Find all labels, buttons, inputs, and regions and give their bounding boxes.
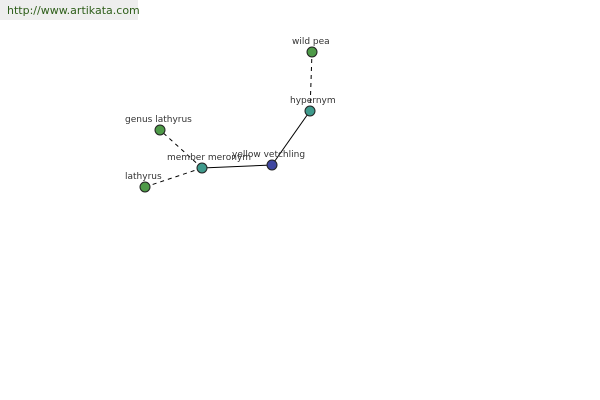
site-url-link[interactable]: http://www.artikata.com [7,4,140,17]
url-banner: http://www.artikata.com [0,0,140,20]
node-wild-pea[interactable]: wild pea [292,37,330,58]
edge-yellow-vetchling-to-hypernym [271,110,311,166]
edges-layer [144,51,313,188]
edge-member-meronym-to-lathyrus [144,167,203,188]
node-member-meronym-label: member meronym [167,153,251,163]
node-genus-lathyrus[interactable]: genus lathyrus [125,115,192,136]
node-hypernym-marker[interactable] [304,105,316,117]
node-lathyrus-label: lathyrus [125,172,162,182]
node-hypernym-label: hypernym [290,96,336,106]
edge-member-meronym-to-genus-lathyrus [159,129,203,169]
node-genus-lathyrus-label: genus lathyrus [125,115,192,125]
node-hypernym[interactable]: hypernym [290,96,336,117]
node-wild-pea-marker[interactable] [306,46,318,58]
node-member-meronym[interactable]: member meronym [167,153,251,174]
node-wild-pea-label: wild pea [292,37,330,47]
node-member-meronym-marker[interactable] [196,162,208,174]
nodes-layer: yellow vetchling hypernym wild pea member m… [125,37,336,193]
edge-yellow-vetchling-to-member-meronym [201,164,273,169]
edge-hypernym-to-wild-pea [309,51,313,112]
node-yellow-vetchling[interactable]: yellow vetchling [232,150,305,171]
node-genus-lathyrus-marker[interactable] [154,124,166,136]
node-lathyrus-marker[interactable] [139,181,151,193]
node-yellow-vetchling-label: yellow vetchling [232,150,305,160]
node-lathyrus[interactable]: lathyrus [125,172,162,193]
node-yellow-vetchling-marker[interactable] [266,159,278,171]
